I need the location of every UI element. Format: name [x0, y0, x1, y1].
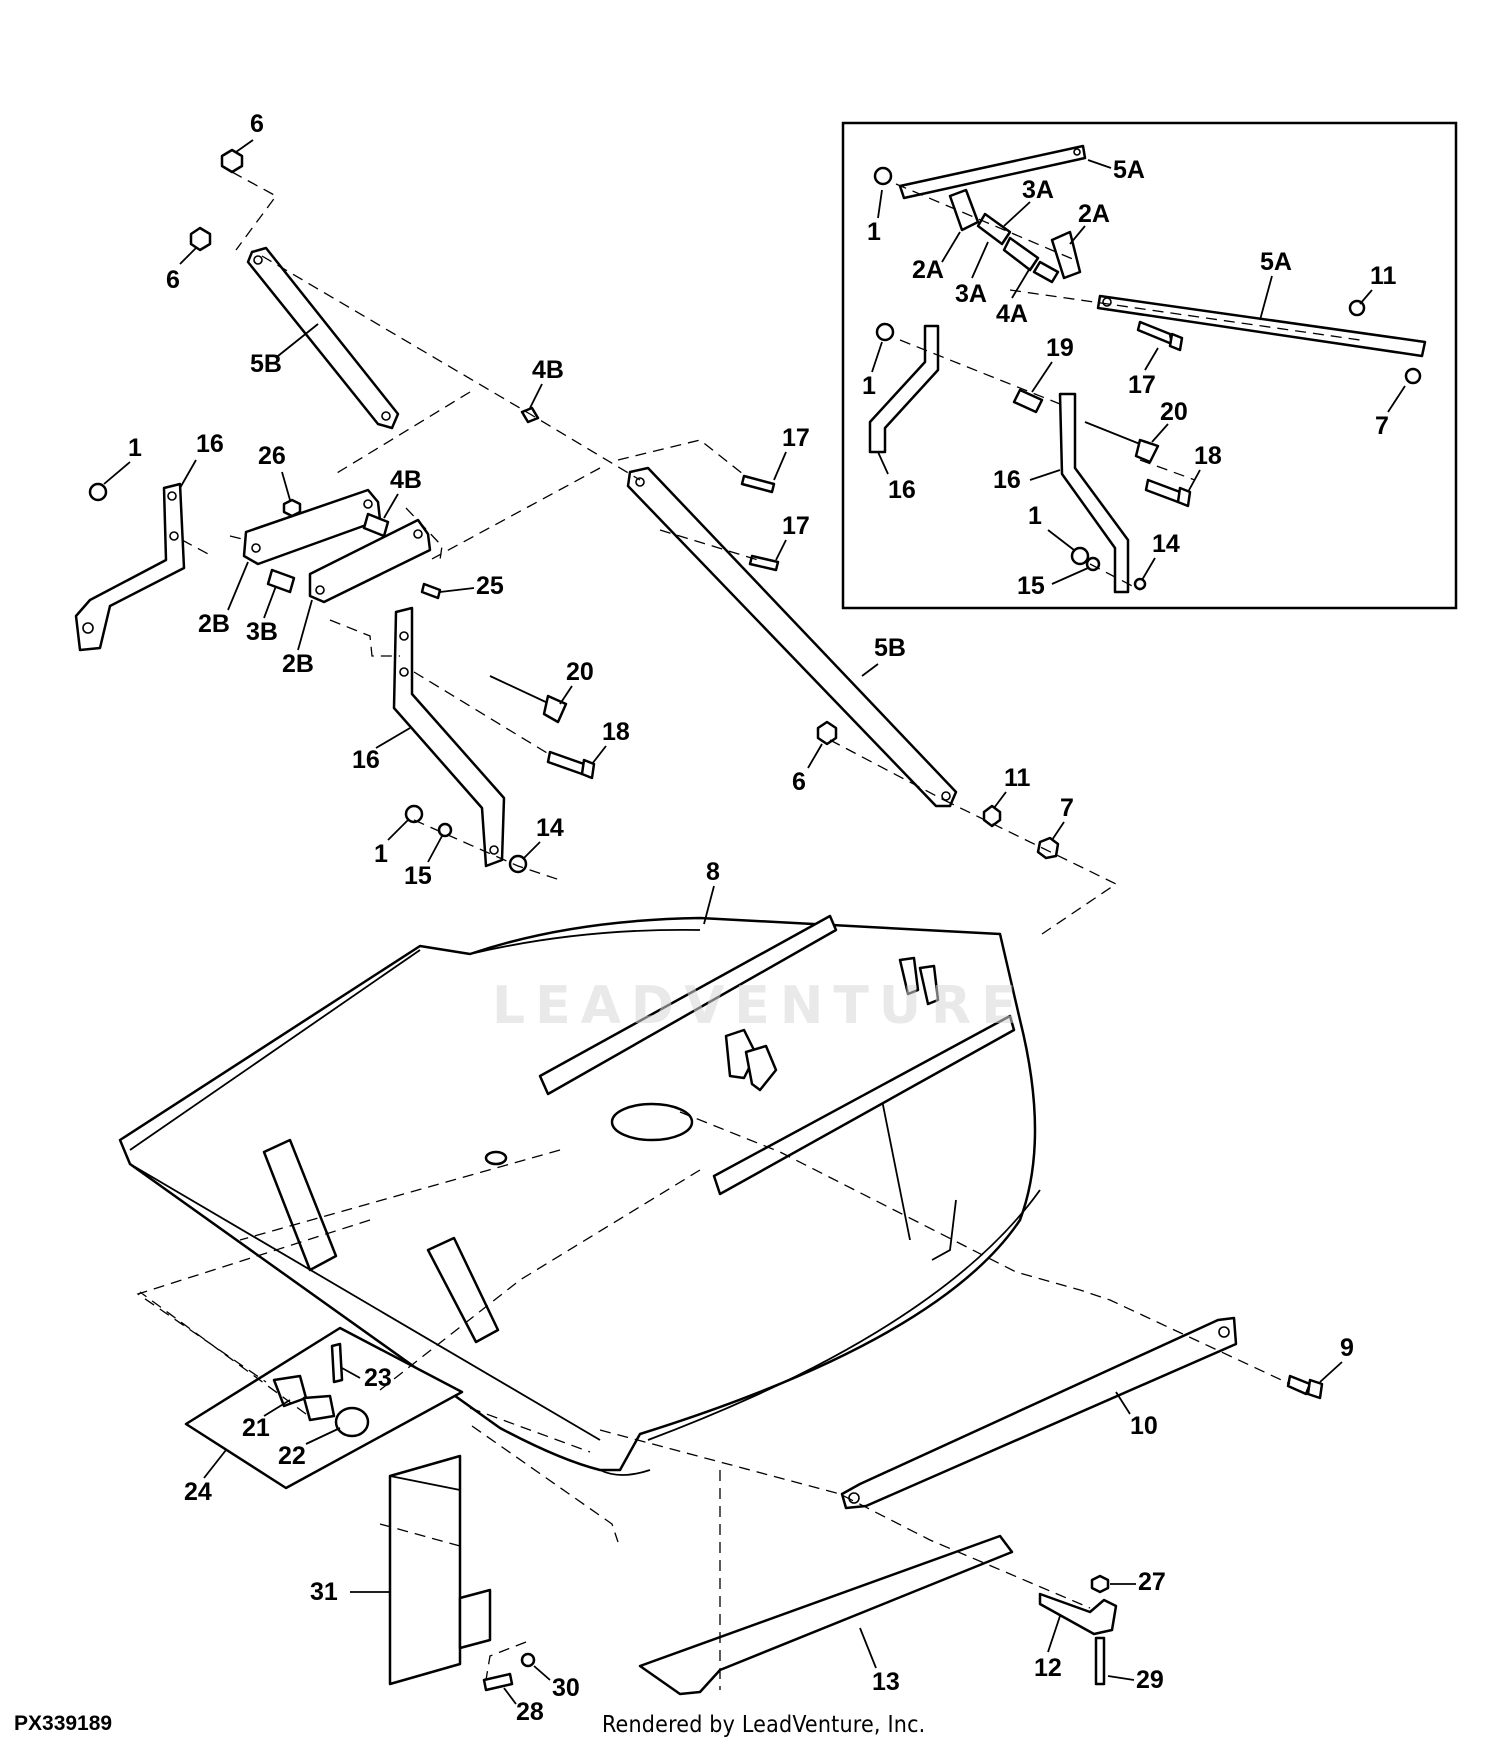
callout-24: 24 — [184, 1478, 212, 1506]
watermark: LEADVENTURE — [492, 976, 1027, 1036]
inset-panel: 5A 1 3A 2A 2A 3A 4A 5A 11 1 19 17 7 20 1… — [841, 121, 1458, 610]
inset-callout-1-top: 1 — [867, 218, 881, 246]
callout-30: 30 — [552, 1674, 580, 1702]
callout-12: 12 — [1034, 1654, 1062, 1682]
inset-callout-4a: 4A — [996, 300, 1028, 328]
lower-parts — [136, 1111, 1324, 1696]
callout-18: 18 — [602, 718, 630, 746]
upper-linkage — [74, 148, 1118, 935]
inset-callout-15: 15 — [1017, 572, 1045, 600]
inset-callout-14: 14 — [1152, 530, 1180, 558]
callout-16-mid: 16 — [352, 746, 380, 774]
figure-id: PX339189 — [14, 1712, 113, 1735]
nut-6-top — [220, 148, 244, 174]
callout-8: 8 — [706, 858, 720, 886]
render-credit: Rendered by LeadVenture, Inc. — [602, 1712, 926, 1738]
callout-5b-top: 5B — [250, 350, 282, 378]
callout-13: 13 — [872, 1668, 900, 1696]
inset-callout-2a-left: 2A — [912, 256, 944, 284]
callout-20: 20 — [566, 658, 594, 686]
callout-27: 27 — [1138, 1568, 1166, 1596]
callout-23: 23 — [364, 1364, 392, 1392]
callout-29: 29 — [1136, 1666, 1164, 1694]
inset-callout-16-mid: 16 — [993, 466, 1021, 494]
plate-2b-lower — [308, 518, 432, 604]
callout-1-left: 1 — [128, 434, 142, 462]
callout-17-upper: 17 — [782, 424, 810, 452]
rod-10 — [840, 1316, 1238, 1510]
inset-callout-16-left: 16 — [888, 476, 916, 504]
callout-6-left: 6 — [166, 266, 180, 294]
callout-14: 14 — [536, 814, 564, 842]
callout-9: 9 — [1340, 1334, 1354, 1362]
link-5b-long — [626, 466, 958, 808]
callout-11: 11 — [1004, 764, 1031, 792]
bracket-16-mid — [392, 606, 506, 868]
callout-1-mid: 1 — [374, 840, 388, 868]
callout-25: 25 — [476, 572, 504, 600]
callout-15: 15 — [404, 862, 432, 890]
link-5b-upper — [246, 246, 400, 430]
callout-3b: 3B — [246, 618, 278, 646]
mower-deck — [118, 914, 1041, 1476]
callouts: 6 6 5B 4B 1 16 26 4B 17 17 25 2B 3B 2B 2… — [103, 110, 1354, 1726]
inset-callout-11: 11 — [1370, 262, 1397, 290]
deck-shell — [118, 916, 1037, 1472]
nut-6-left — [189, 226, 212, 252]
callout-2b-left: 2B — [198, 610, 230, 638]
callout-21: 21 — [242, 1414, 270, 1442]
callout-16-left: 16 — [196, 430, 224, 458]
inset-callout-20: 20 — [1160, 398, 1188, 426]
callout-26: 26 — [258, 442, 286, 470]
callout-31: 31 — [310, 1578, 338, 1606]
callout-6-right: 6 — [792, 768, 806, 796]
inset-callout-18: 18 — [1194, 442, 1222, 470]
inset-callout-3a-top: 3A — [1022, 176, 1054, 204]
skid-13 — [638, 1534, 1014, 1696]
inset-callout-19: 19 — [1046, 334, 1074, 362]
callout-4b-mid: 4B — [390, 466, 422, 494]
callout-22: 22 — [278, 1442, 306, 1470]
callout-7: 7 — [1060, 794, 1074, 822]
callout-5b-right: 5B — [874, 634, 906, 662]
inset-callout-5a-top: 5A — [1113, 156, 1145, 184]
inset-callout-1-bottom: 1 — [1028, 502, 1042, 530]
callout-10: 10 — [1130, 1412, 1158, 1440]
inset-callout-7: 7 — [1375, 412, 1389, 440]
inset-callout-2a-top: 2A — [1078, 200, 1110, 228]
callout-2b-right: 2B — [282, 650, 314, 678]
bracket-16-left — [74, 482, 186, 652]
spacer-31 — [388, 1454, 462, 1686]
callout-17-lower: 17 — [782, 512, 810, 540]
inset-callout-17: 17 — [1128, 371, 1156, 399]
callout-28: 28 — [516, 1698, 544, 1726]
inset-callout-3a-bottom: 3A — [955, 280, 987, 308]
callout-6-top: 6 — [250, 110, 264, 138]
callout-4b-top: 4B — [532, 356, 564, 384]
inset-callout-1-mid: 1 — [862, 372, 876, 400]
inset-callout-5a-right: 5A — [1260, 248, 1292, 276]
